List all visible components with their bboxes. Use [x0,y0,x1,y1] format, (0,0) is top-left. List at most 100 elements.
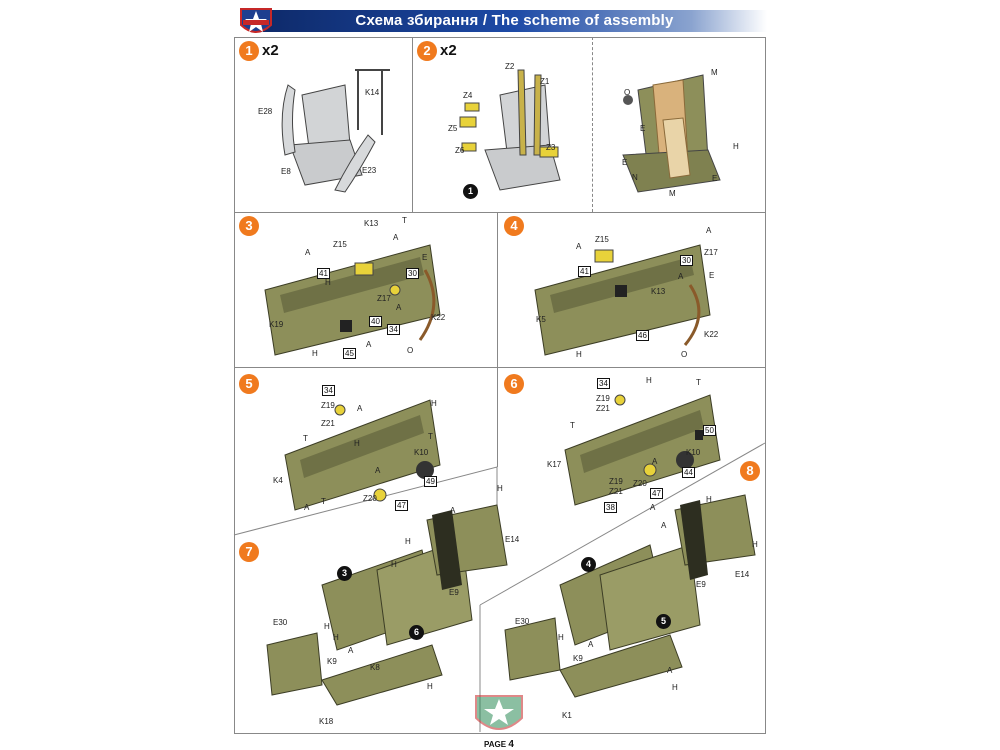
paint-code: O [681,350,688,359]
cockpit-wall-left-illustration [534,244,711,356]
paint-code: H [672,683,678,692]
step-number: 8 [740,461,760,481]
paint-code: T [696,378,701,387]
paint-code: H [497,484,503,493]
paint-code: A [366,340,372,349]
seat-parts-illustration [281,69,390,193]
part-label: K10 [686,448,701,457]
paint-code: H [324,622,330,631]
part-label: E14 [505,535,520,544]
part-label: K18 [319,717,334,726]
paint-code: A [348,646,354,655]
paint-code: E [422,253,428,262]
paint-code: H [646,376,652,385]
paint-code: H [405,537,411,546]
decal-number: 34 [597,378,610,389]
decal-number: 49 [424,476,437,487]
header-bar: Схема збирання / The scheme of assembly [262,10,767,32]
part-label: E30 [515,617,530,626]
paint-code: H [431,399,437,408]
part-label: K22 [704,330,719,339]
part-label: K10 [414,448,429,457]
decal-number: 30 [680,255,693,266]
decal-number: 30 [406,268,419,279]
paint-code: A [667,666,673,675]
part-label: K9 [573,654,583,663]
page-title: Схема збирання / The scheme of assembly [355,12,674,29]
part-label: Z17 [377,294,391,303]
part-label: Z5 [448,124,458,133]
reference-step-marker: 5 [656,614,671,629]
paint-code: H [325,278,331,287]
paint-code: A [305,248,311,257]
paint-code: A [652,457,658,466]
paint-code: H [576,350,582,359]
part-label: E9 [449,588,459,597]
paint-code: H [333,633,339,642]
part-label: Z21 [609,487,623,496]
part-label: K9 [327,657,337,666]
page-label-text: PAGE [484,740,507,749]
part-label: Z15 [333,240,347,249]
paint-code: H [706,495,712,504]
paint-code: M [669,189,676,198]
decal-number: 41 [317,268,330,279]
part-label: Z19 [596,394,610,403]
part-label: E14 [735,570,750,579]
part-label: Z21 [321,419,335,428]
part-label: Z20 [363,494,377,503]
paint-code: H [354,439,360,448]
paint-code: O [624,88,631,97]
divider [497,367,498,467]
part-label: Z19 [321,401,335,410]
assembly-frame [234,37,766,734]
part-label: K8 [370,663,380,672]
page-number-value: 4 [508,739,514,750]
paint-code: A [678,272,684,281]
paint-code: A [661,521,667,530]
paint-code: A [650,503,656,512]
paint-code: H [558,633,564,642]
reference-step-marker: 6 [409,625,424,640]
cockpit-wall-right-illustration [284,399,441,511]
decal-number: 50 [703,425,716,436]
paint-code: A [304,503,310,512]
divider [412,37,413,212]
decal-number: 38 [604,502,617,513]
paint-code: A [588,640,594,649]
decal-number: 34 [322,385,335,396]
cockpit-tub-assembly-illustration [504,494,756,698]
paint-code: E [640,124,646,133]
decal-number: 41 [578,266,591,277]
part-label: Z4 [463,91,473,100]
part-label: E30 [273,618,288,627]
paint-code: A [450,506,456,515]
part-label: Z21 [596,404,610,413]
paint-code: T [321,497,326,506]
part-label: Z2 [505,62,515,71]
paint-code: T [303,434,308,443]
step-number: 5 [239,374,259,394]
part-label: Z15 [595,235,609,244]
paint-code: T [402,216,407,225]
part-label: Z1 [540,77,550,86]
brand-logo-icon [240,8,272,33]
decal-number: 45 [343,348,356,359]
paint-code: M [711,68,718,77]
paint-code: H [427,682,433,691]
part-label: E9 [696,580,706,589]
decal-number: 46 [636,330,649,341]
paint-code: E [709,271,715,280]
paint-code: A [375,466,381,475]
divider [234,367,765,368]
part-label: Z20 [633,479,647,488]
step-number: 7 [239,542,259,562]
paint-code: H [312,349,318,358]
paint-code: A [357,404,363,413]
part-label: K1 [562,711,572,720]
reference-step-marker: 1 [463,184,478,199]
decal-number: 34 [387,324,400,335]
divider [497,212,498,367]
part-label: Z3 [546,143,556,152]
paint-code: A [396,303,402,312]
